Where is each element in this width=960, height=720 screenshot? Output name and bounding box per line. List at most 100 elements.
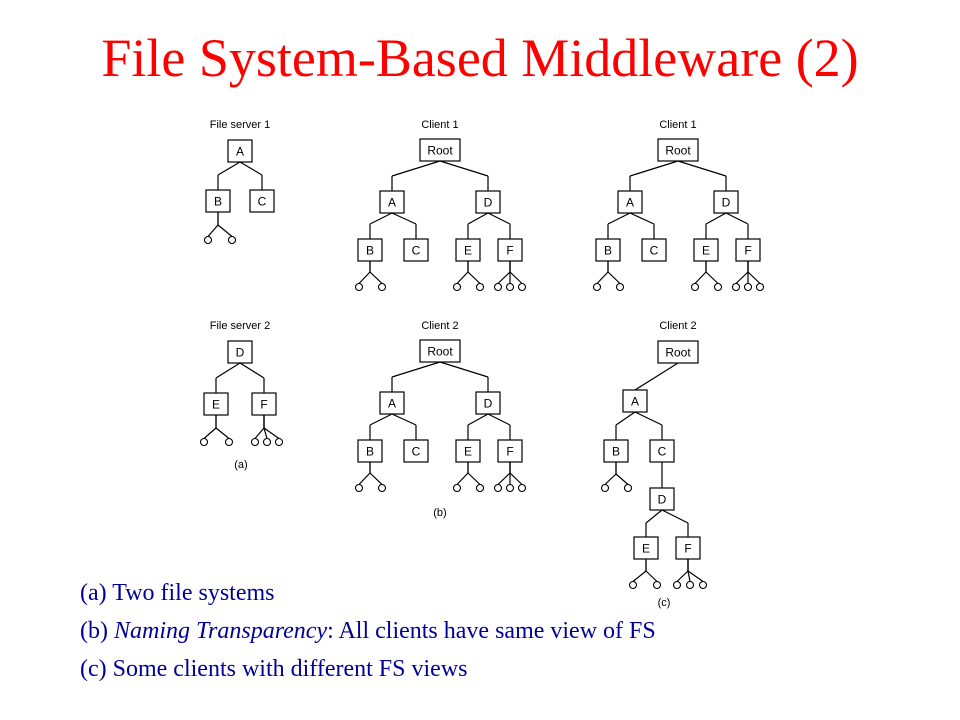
tree-edge	[467, 212, 489, 225]
leaf-edge	[369, 472, 383, 485]
caption-b-prefix: (b)	[80, 618, 114, 644]
file-leaf	[377, 483, 387, 493]
directory-node-label: A	[631, 395, 639, 409]
directory-node-box	[403, 238, 429, 262]
caption-a-text: Two file systems	[106, 580, 275, 606]
directory-node-label: Root	[427, 144, 453, 158]
file-leaf	[628, 580, 638, 590]
file-leaf	[203, 235, 213, 245]
file-leaf	[698, 580, 708, 590]
directory-node-box	[641, 238, 667, 262]
file-leaf	[690, 282, 700, 292]
tree-edge	[661, 509, 689, 524]
file-leaf	[652, 580, 662, 590]
directory-node-label: E	[702, 244, 710, 258]
file-leaf	[592, 282, 602, 292]
b-client-1-label: Client 1	[421, 119, 458, 131]
leaf-edge	[735, 271, 749, 284]
leaf-edge	[705, 271, 719, 284]
leaf-edge	[497, 472, 511, 485]
directory-node-label: F	[744, 244, 751, 258]
leaf-edge	[263, 427, 280, 439]
directory-node-label: B	[604, 244, 612, 258]
caption-b-text: : All clients have same view of FS	[327, 618, 656, 644]
leaf-edge	[607, 271, 621, 284]
directory-node-label: C	[412, 244, 421, 258]
tree-edge	[725, 212, 749, 225]
caption-b-italic: Naming Transparency	[113, 618, 328, 644]
tree-edge	[217, 161, 241, 176]
directory-node-label: D	[658, 493, 667, 507]
leaf-edge	[358, 472, 371, 485]
file-server-2-label: File server 2	[210, 320, 271, 332]
leaf-edge	[676, 570, 689, 582]
tree-edge	[629, 212, 655, 225]
leaf-edge	[263, 427, 268, 439]
directory-node-box	[249, 189, 275, 213]
tree-edge	[369, 413, 393, 426]
file-leaf	[493, 483, 503, 493]
leaf-edge	[694, 271, 707, 284]
directory-node-label: F	[260, 398, 267, 412]
directory-node-label: D	[484, 196, 493, 210]
c-client-1-label: Client 1	[659, 119, 696, 131]
tree-edge	[215, 362, 241, 379]
leaf-edge	[747, 271, 761, 284]
tree-edge	[705, 212, 727, 225]
leaf-edge	[687, 570, 691, 582]
directory-node-label: C	[650, 244, 659, 258]
directory-node-label: A	[388, 397, 396, 411]
b-client-2-label: Client 2	[421, 320, 458, 332]
leaf-edge	[687, 570, 704, 582]
leaf-edge	[509, 472, 523, 485]
file-leaf	[755, 282, 765, 292]
file-leaf	[262, 437, 272, 447]
file-leaf	[517, 282, 527, 292]
directory-node-label: B	[214, 195, 222, 209]
directory-node-label: F	[506, 244, 513, 258]
file-leaf	[623, 483, 633, 493]
leaf-edge	[509, 271, 523, 284]
directory-node-label: C	[412, 445, 421, 459]
leaf-edge	[217, 224, 233, 237]
directory-node-box	[403, 439, 429, 463]
tree-edge	[467, 413, 489, 426]
part-c-label: (c)	[658, 597, 671, 609]
file-leaf	[615, 282, 625, 292]
directory-node-label: D	[484, 397, 493, 411]
tree-edge	[369, 212, 393, 225]
file-leaf	[672, 580, 682, 590]
leaf-edge	[207, 224, 219, 237]
file-leaf	[713, 282, 723, 292]
file-leaf	[227, 235, 237, 245]
file-server-1-label: File server 1	[210, 119, 271, 131]
tree-edge	[607, 212, 631, 225]
directory-node-label: F	[684, 542, 691, 556]
file-leaf	[517, 483, 527, 493]
file-leaf	[452, 483, 462, 493]
caption-c-text: Some clients with different FS views	[106, 656, 468, 682]
tree-edge	[391, 361, 441, 378]
directory-node-label: A	[388, 196, 396, 210]
caption-a: (a) Two file systems	[80, 578, 275, 608]
directory-node-label: B	[612, 445, 620, 459]
leaf-edge	[215, 427, 230, 439]
leaf-edge	[358, 271, 371, 284]
tree-edge	[487, 413, 511, 426]
leaf-edge	[615, 473, 629, 485]
file-leaf	[354, 282, 364, 292]
tree-edge	[391, 160, 441, 177]
file-leaf	[224, 437, 234, 447]
tree-edge	[629, 160, 679, 177]
directory-node-label: B	[366, 445, 374, 459]
file-leaf	[199, 437, 209, 447]
c-client-2-label: Client 2	[659, 320, 696, 332]
directory-node-label: C	[658, 445, 667, 459]
tree-edge	[439, 160, 489, 177]
file-leaf	[452, 282, 462, 292]
caption-a-prefix: (a)	[80, 580, 107, 606]
file-leaf	[685, 580, 695, 590]
tree-edge	[391, 212, 417, 225]
tree-edge	[645, 509, 663, 524]
leaf-edge	[456, 472, 469, 485]
